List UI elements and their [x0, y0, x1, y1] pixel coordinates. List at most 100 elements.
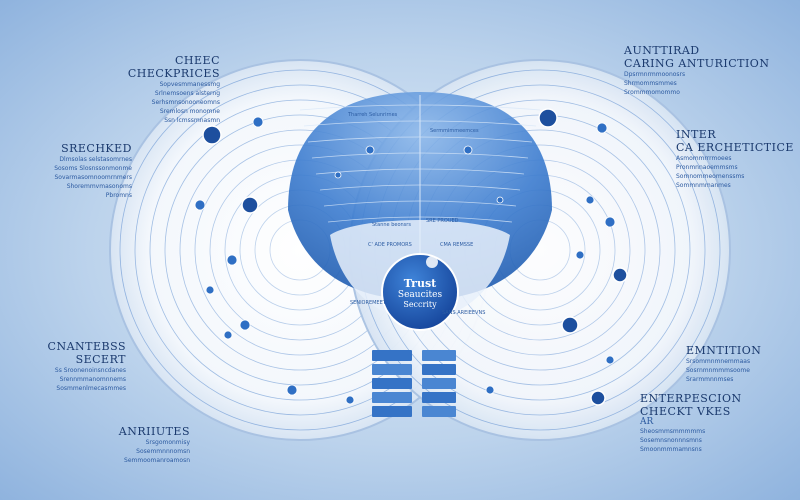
- label-mid-right-heading-2: CA ERCHETICTICE: [676, 141, 794, 154]
- node-circle-icon: [561, 316, 579, 334]
- inner-text: Sermmimmeemces: [430, 128, 479, 134]
- node-circle-icon: [605, 355, 615, 365]
- label-bottom-right-heading-2: CHECKT VKES: [640, 405, 731, 418]
- bottom-panel-right: [422, 378, 456, 389]
- bottom-panel-right: [422, 392, 456, 403]
- label-mid-left-line: Sovarmasomnoomrnmers: [54, 174, 132, 181]
- node-circle-icon: [496, 196, 504, 204]
- label-mid-right-line: Asmommrrrmoees: [676, 155, 732, 162]
- label-top-left-line: Sopvesmmanessmg: [159, 81, 220, 88]
- node-circle-icon: [239, 319, 251, 331]
- label-top-right-line: Srommmomommo: [624, 89, 680, 96]
- label-bottom-left-line: Sosemmnnnomsn: [136, 448, 190, 455]
- label-top-left-heading: CHEEC CHECKPRICES: [127, 54, 220, 80]
- node-circle-icon: [612, 267, 628, 283]
- label-bottom-left: ANRIIUTES Srsgomonmisy Sosemmnnnomsn Sem…: [90, 425, 190, 465]
- center-label: Trust Seaucites Seccrity: [380, 262, 460, 326]
- node-circle-icon: [575, 250, 585, 260]
- node-circle-icon: [585, 195, 595, 205]
- node-circle-icon: [252, 116, 264, 128]
- node-circle-icon: [538, 108, 558, 128]
- label-mid-right-line: Somnommeomenssms: [676, 173, 745, 180]
- node-circle-icon: [345, 395, 355, 405]
- orbit-node-icons: [194, 108, 628, 406]
- label-top-right-line: Shrmommsmmes: [624, 80, 677, 87]
- label-low-right: EMNTITION Srsommnmnemmaas Sosrnmnmmmsoom…: [686, 344, 794, 384]
- label-low-left: CNANTEBSS SECERT Ss Sroonenoinsncdanes S…: [10, 340, 126, 393]
- bottom-panel-left: [372, 364, 412, 375]
- label-bottom-right: ENTERPESCION CHECKT VKES AR Sheosmmsmmmm…: [640, 392, 794, 454]
- label-mid-right-heading: INTER: [676, 128, 717, 141]
- node-circle-icon: [365, 145, 375, 155]
- label-mid-left-line: Dlmsolas selstasomrnes: [59, 156, 132, 163]
- label-low-left-heading: CNANTEBSS SECERT: [47, 340, 126, 366]
- label-low-right-line: Srarmmnnmses: [686, 376, 734, 383]
- node-circle-icon: [205, 285, 215, 295]
- inner-text: SRE PROUED: [426, 218, 459, 224]
- inner-text: SANS AREIEEVNS: [442, 310, 486, 316]
- node-circle-icon: [241, 196, 259, 214]
- node-circle-icon: [226, 254, 238, 266]
- inner-text: Stanne beonsrs: [372, 222, 411, 228]
- label-low-right-line: Sosrnmnmmmsoome: [686, 367, 750, 374]
- label-low-right-heading: EMNTITION: [686, 344, 762, 357]
- label-low-left-line: Sosmmenlmecasmmes: [56, 385, 126, 392]
- label-top-right: AUNTTIRAD CARING ANTURICTION Dpsrmnrmmoo…: [624, 44, 794, 97]
- label-bottom-left-heading: ANRIIUTES: [118, 425, 190, 438]
- inner-text: C' ADE PROMORS: [368, 242, 412, 248]
- inner-text: SENIOREMEET: [350, 300, 386, 306]
- label-bottom-right-line: Smoonmmmamnsns: [640, 446, 702, 453]
- label-low-right-line: Srsommnmnemmaas: [686, 358, 751, 365]
- label-top-right-heading-2: CARING ANTURICTION: [624, 57, 770, 70]
- label-bottom-right-line: Sheosmmsmmmmms: [640, 428, 706, 435]
- label-top-right-line: Dpsrmnrmmoonosrs: [624, 71, 686, 78]
- node-circle-icon: [202, 125, 222, 145]
- label-top-left-line: Sremlosn monomne: [159, 108, 220, 115]
- bottom-panel-left: [372, 406, 412, 417]
- bottom-panel-left: [372, 350, 412, 361]
- label-mid-right-line: Sommnmmanmes: [676, 182, 731, 189]
- label-mid-left-line: Shoremmvmasonoms: [66, 183, 132, 190]
- label-top-left-line: Srlnemsoens alsterng: [154, 90, 220, 97]
- label-top-left-line: Serhsmnsonooneomns: [151, 99, 220, 106]
- label-mid-right: INTER CA ERCHETICTICE Asmommrrrmoees Pro…: [676, 128, 794, 190]
- node-circle-icon: [194, 199, 206, 211]
- bottom-panel-right: [422, 364, 456, 375]
- bottom-panel-stack: [372, 350, 456, 417]
- center-line-3: Seccrity: [403, 300, 437, 309]
- label-low-left-line: Ss Sroonenoinsncdanes: [54, 367, 126, 374]
- label-top-left-line: Ssn lcmssmnasmn: [164, 117, 220, 124]
- node-circle-icon: [463, 145, 473, 155]
- node-circle-icon: [286, 384, 298, 396]
- node-circle-icon: [223, 330, 233, 340]
- label-mid-left-heading: SRECHKED: [61, 142, 132, 155]
- bottom-panel-left: [372, 378, 412, 389]
- node-circle-icon: [604, 216, 616, 228]
- inner-text: CMA REMSSE: [440, 242, 474, 248]
- bottom-panel-left: [372, 392, 412, 403]
- label-mid-left-line: Pbromns: [105, 192, 132, 199]
- center-core: [381, 253, 459, 331]
- label-low-left-line: Srennmmanomnnems: [59, 376, 126, 383]
- inner-text: Tharreh Selunrirnes: [348, 112, 398, 118]
- node-circle-icon: [590, 390, 606, 406]
- node-circle-icon: [485, 385, 495, 395]
- center-line-1: Trust: [403, 277, 437, 290]
- center-line-2: Seaucites: [397, 290, 443, 300]
- label-mid-right-line: Pronmnnaoemmsms: [676, 164, 738, 171]
- center-glow-icon: [426, 256, 438, 268]
- central-dome: [288, 92, 552, 320]
- label-bottom-right-prefix: AR: [640, 417, 654, 427]
- label-bottom-right-heading: ENTERPESCION: [640, 392, 742, 405]
- node-circle-icon: [334, 171, 342, 179]
- node-circle-icon: [596, 122, 608, 134]
- label-top-right-heading: AUNTTIRAD: [624, 44, 700, 57]
- label-mid-left: SRECHKED Dlmsolas selstasomrnes Sosoms S…: [20, 142, 132, 200]
- label-bottom-left-line: Semmoomanroamosn: [124, 457, 190, 464]
- bottom-panel-right: [422, 350, 456, 361]
- label-bottom-left-line: Srsgomonmisy: [145, 439, 190, 446]
- label-top-left: CHEEC CHECKPRICES Sopvesmmanessmg Srlnem…: [80, 54, 220, 125]
- bottom-panel-right: [422, 406, 456, 417]
- label-mid-left-line: Sosoms Slosnssonmonme: [54, 165, 132, 172]
